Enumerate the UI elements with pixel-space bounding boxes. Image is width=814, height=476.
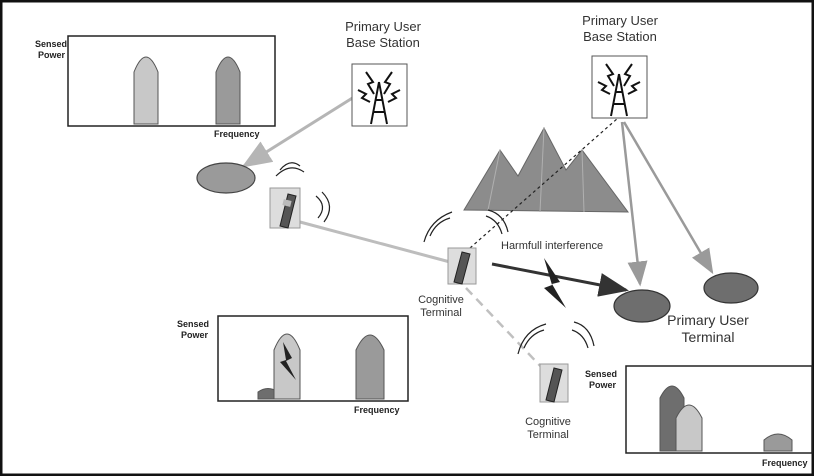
- spectrum-y-label: Sensed: [35, 39, 67, 49]
- tower-icon-right: [591, 55, 648, 119]
- spectrum-x-label: Frequency: [354, 405, 400, 415]
- phone-icon-left: [269, 162, 331, 229]
- phone-icon-bottom: [517, 321, 595, 403]
- spectrum-y-label: Sensed: [177, 319, 209, 329]
- cognitive-terminal-label: Terminal: [527, 429, 569, 441]
- cognitive-link-dashed: [465, 287, 547, 373]
- cognitive-terminal-label: Cognitive: [418, 294, 464, 306]
- cognitive-terminal-label: Terminal: [420, 307, 462, 319]
- phone-icon-center: [423, 209, 509, 285]
- spectrum-x-label: Frequency: [762, 458, 808, 468]
- cognitive-link: [299, 220, 451, 264]
- primary-user-terminal-label: Terminal: [682, 329, 735, 345]
- lightning-icon: [280, 342, 296, 380]
- spectrum-y-label: Power: [181, 330, 209, 340]
- sensing-link: [469, 117, 619, 249]
- primary-terminal-ellipse: [196, 162, 256, 194]
- primary-link-right-2: [622, 121, 714, 275]
- base-station-label: Primary User: [582, 13, 659, 28]
- interference-label: Harmfull interference: [501, 240, 603, 252]
- primary-link-right-1: [620, 121, 648, 287]
- base-station-label: Base Station: [583, 29, 657, 44]
- interference-arrow: [491, 262, 629, 297]
- spectrum-y-label: Power: [38, 50, 66, 60]
- spectrum-chart-bottom-right: Sensed Power Frequency: [585, 365, 813, 468]
- primary-user-terminal-label: Primary User: [667, 312, 749, 328]
- cognitive-terminal-label: Cognitive: [525, 416, 571, 428]
- tower-icon-left: [351, 63, 408, 127]
- base-station-label: Primary User: [345, 19, 422, 34]
- base-station-label: Base Station: [346, 35, 420, 50]
- spectrum-y-label: Sensed: [585, 369, 617, 379]
- primary-terminal-ellipse: [703, 272, 759, 304]
- primary-link-left: [241, 90, 363, 168]
- spectrum-y-label: Power: [589, 380, 617, 390]
- spectrum-x-label: Frequency: [214, 129, 260, 139]
- mountain-icon: [463, 126, 630, 213]
- spectrum-chart-middle: Sensed Power Frequency: [177, 315, 409, 415]
- lightning-icon: [544, 258, 566, 308]
- spectrum-chart-top-left: Sensed Power Frequency: [35, 35, 276, 139]
- primary-terminal-ellipse: [613, 289, 671, 323]
